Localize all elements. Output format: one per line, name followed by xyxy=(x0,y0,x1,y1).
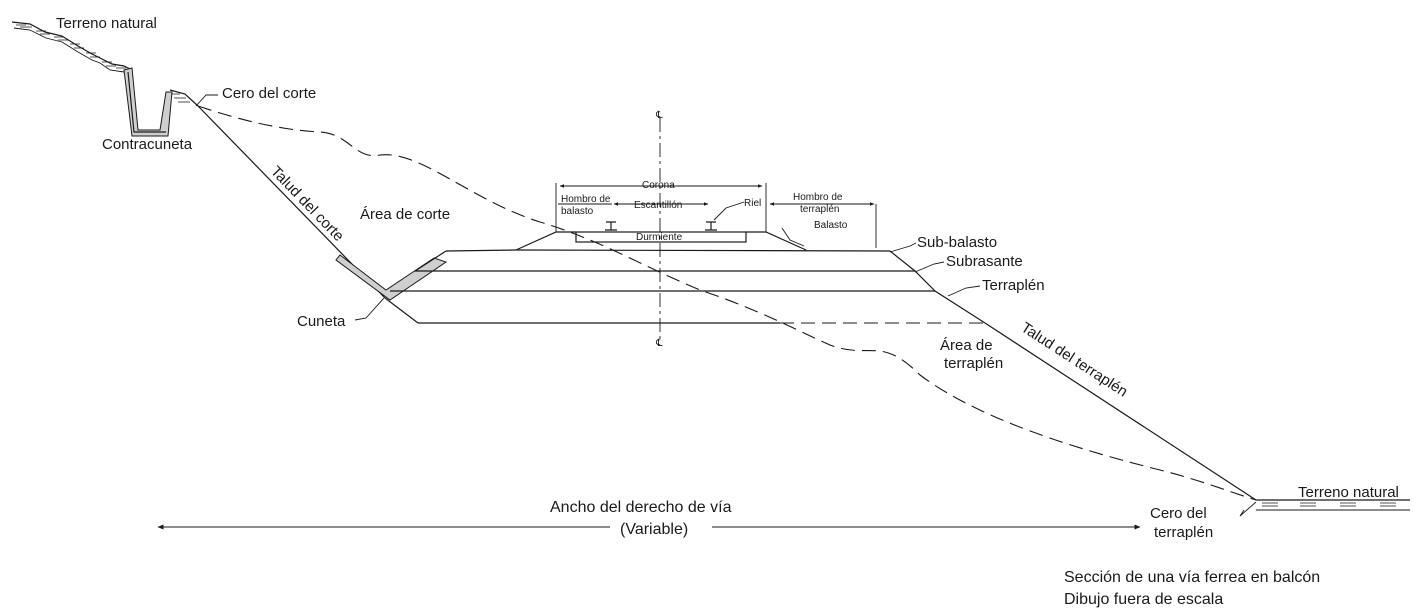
corona-dimension xyxy=(555,183,767,232)
hombro-terraplen-label-2: terraplén xyxy=(800,204,839,215)
riel-label: Riel xyxy=(744,198,761,209)
hombro-balasto-label-2: balasto xyxy=(561,206,594,217)
terreno-natural-right-label: Terreno natural xyxy=(1298,484,1399,501)
area-de-terraplen-label-1: Área de xyxy=(940,337,993,354)
area-de-terraplen-label-2: terraplén xyxy=(944,355,1003,372)
variable-label: (Variable) xyxy=(620,521,688,538)
terraplen-label: Terraplén xyxy=(982,277,1045,294)
corona-label: Corona xyxy=(642,180,675,191)
cero-del-corte-hatch xyxy=(169,89,199,107)
leader-lines xyxy=(195,94,1257,517)
natural-ground-dashed-line xyxy=(197,105,1257,501)
caption-line-1: Sección de una vía ferrea en balcón xyxy=(1064,569,1320,586)
talud-del-terraplen-label: Talud del terraplén xyxy=(1018,319,1131,400)
hombro-terraplen-dimension xyxy=(769,202,877,248)
lower-cut-slope xyxy=(384,297,419,324)
ancho-derecho-via-label: Ancho del derecho de vía xyxy=(550,499,732,516)
cero-del-terraplen-label-2: terraplén xyxy=(1154,524,1213,541)
hombro-terraplen-label-1: Hombro de xyxy=(793,192,843,203)
sub-balasto-label: Sub-balasto xyxy=(917,234,997,251)
durmiente-label: Durmiente xyxy=(636,232,683,243)
escantillon-label: Escantillón xyxy=(634,200,682,211)
rail-icon xyxy=(605,221,717,231)
terreno-natural-left-label: Terreno natural xyxy=(56,15,157,32)
talud-del-corte-label: Talud del corte xyxy=(267,163,347,245)
durmiente-sleeper xyxy=(575,231,747,243)
contracuneta-label: Contracuneta xyxy=(102,136,193,153)
terreno-natural-right-hatch xyxy=(1256,499,1410,511)
talud-del-terraplen-line xyxy=(984,322,1257,501)
area-de-corte-label: Área de corte xyxy=(360,206,450,223)
subrasante-label: Subrasante xyxy=(946,253,1023,270)
hombro-balasto-label-1: Hombro de xyxy=(561,194,611,205)
centerline-symbol-top: ℄ xyxy=(655,110,663,121)
centerline-symbol-bottom: ℄ xyxy=(655,338,663,349)
contracuneta-channel xyxy=(123,67,173,137)
cero-del-terraplen-label-1: Cero del xyxy=(1150,505,1207,522)
embankment-layers xyxy=(390,231,986,324)
cero-del-corte-label: Cero del corte xyxy=(222,85,316,102)
balasto-label: Balasto xyxy=(814,220,848,231)
caption-line-2: Dibujo fuera de escala xyxy=(1064,591,1223,608)
terreno-natural-left-hatch xyxy=(11,21,133,73)
cuneta-label: Cuneta xyxy=(297,313,346,330)
